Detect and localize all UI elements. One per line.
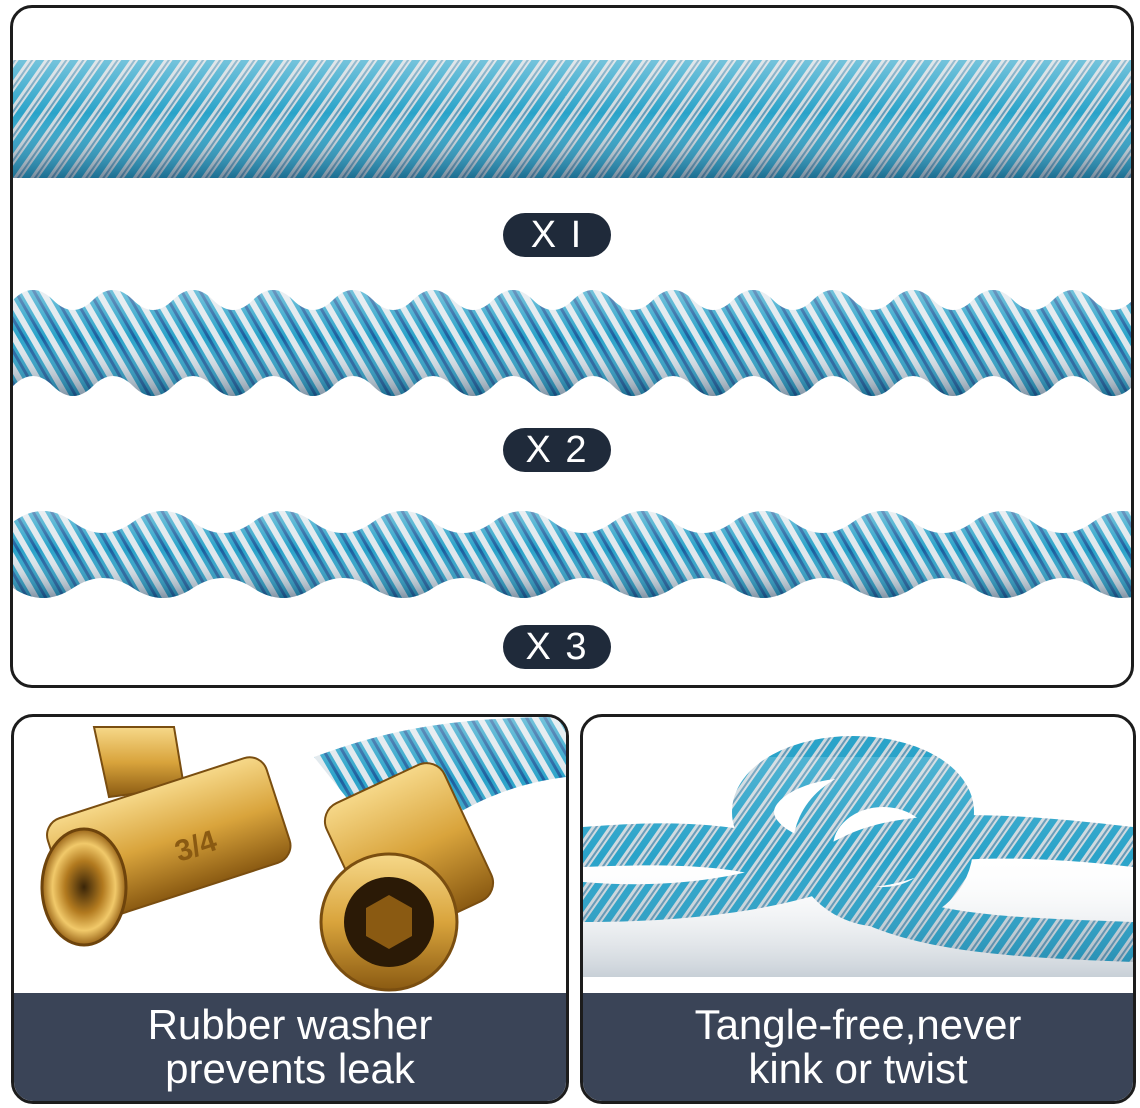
feature-card-tangle-free: Tangle-free,never kink or twist [580,714,1136,1104]
stretch-badge-x3: X 3 [503,625,611,669]
caption-line-2: kink or twist [748,1045,968,1092]
stretch-badge-x1: X I [503,213,611,257]
stretch-comparison-panel: X I X 2 X 3 [10,5,1134,688]
caption-line-2: prevents leak [165,1045,415,1092]
hose-stretch-3 [13,511,1131,598]
feature-card-rubber-washer: 3/4 Rubber washer prevents leak [11,714,569,1104]
caption-line-1: Rubber washer [147,1001,433,1048]
brass-connector-image: 3/4 [40,717,566,992]
stretch-badge-x2: X 2 [503,428,611,472]
hose-stretch-2 [13,290,1131,396]
caption-line-1: Tangle-free,never [694,1001,1022,1048]
knotted-hose-image [583,736,1133,977]
feature-caption-washer: Rubber washer prevents leak [14,993,566,1101]
feature-caption-tangle: Tangle-free,never kink or twist [583,993,1133,1101]
hose-unstretched [13,60,1131,178]
